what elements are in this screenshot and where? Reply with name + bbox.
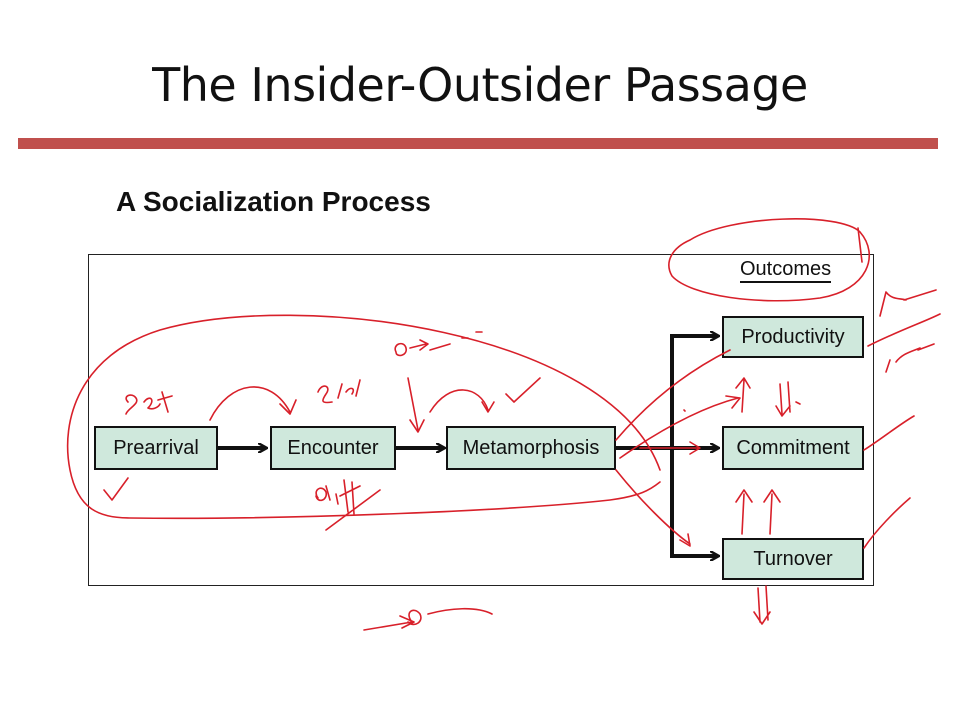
diagram-frame <box>88 254 874 586</box>
stage-box-metamorphosis: Metamorphosis <box>446 426 616 470</box>
stage-box-prearrival: Prearrival <box>94 426 218 470</box>
ink-down-double-arrow <box>775 381 801 417</box>
ink-curve-arrow-2 <box>429 389 495 413</box>
ink-fan-4 <box>615 469 691 547</box>
slide-subtitle: A Socialization Process <box>116 186 431 217</box>
outcome-box-commitment: Commitment <box>722 426 864 470</box>
ink-check-2 <box>103 477 129 501</box>
ink-fan-3 <box>639 441 701 455</box>
outcome-box-turnover: Turnover <box>722 538 864 580</box>
ink-right-mark-2 <box>867 313 941 347</box>
slide-title: The Insider-Outsider Passage <box>152 58 808 112</box>
outcome-box-productivity: Productivity <box>722 316 864 358</box>
ink-curve-arrow-1 <box>209 386 297 421</box>
ink-top-scribble <box>394 331 483 357</box>
ink-up-arrow-2 <box>735 489 753 535</box>
ink-fan-1 <box>615 349 731 441</box>
title-rule <box>18 138 938 149</box>
ink-right-mark-3 <box>885 343 935 373</box>
ink-up-arrow-1 <box>735 377 751 413</box>
outcomes-heading: Outcomes <box>740 258 832 283</box>
ink-small-dot <box>683 409 686 412</box>
ink-down-arrow-1 <box>407 377 425 433</box>
ink-big-loop <box>66 314 661 520</box>
ink-outcomes-circle <box>668 218 870 302</box>
ink-right-mark-1 <box>879 289 937 317</box>
ink-bottom-scribble <box>363 607 493 631</box>
ink-check-1 <box>505 377 541 403</box>
ink-2nd-word <box>317 379 361 404</box>
ink-fan-2 <box>619 395 741 459</box>
ink-down-arrow-bottom <box>753 585 771 625</box>
ink-right-check-2 <box>863 497 911 549</box>
stage-box-encounter: Encounter <box>270 426 396 470</box>
ink-up-arrow-3 <box>763 489 781 535</box>
ink-set-word <box>125 391 173 415</box>
ink-outcomes-tail <box>857 227 863 263</box>
ink-diff-word <box>315 479 381 531</box>
ink-right-check-1 <box>863 415 915 451</box>
